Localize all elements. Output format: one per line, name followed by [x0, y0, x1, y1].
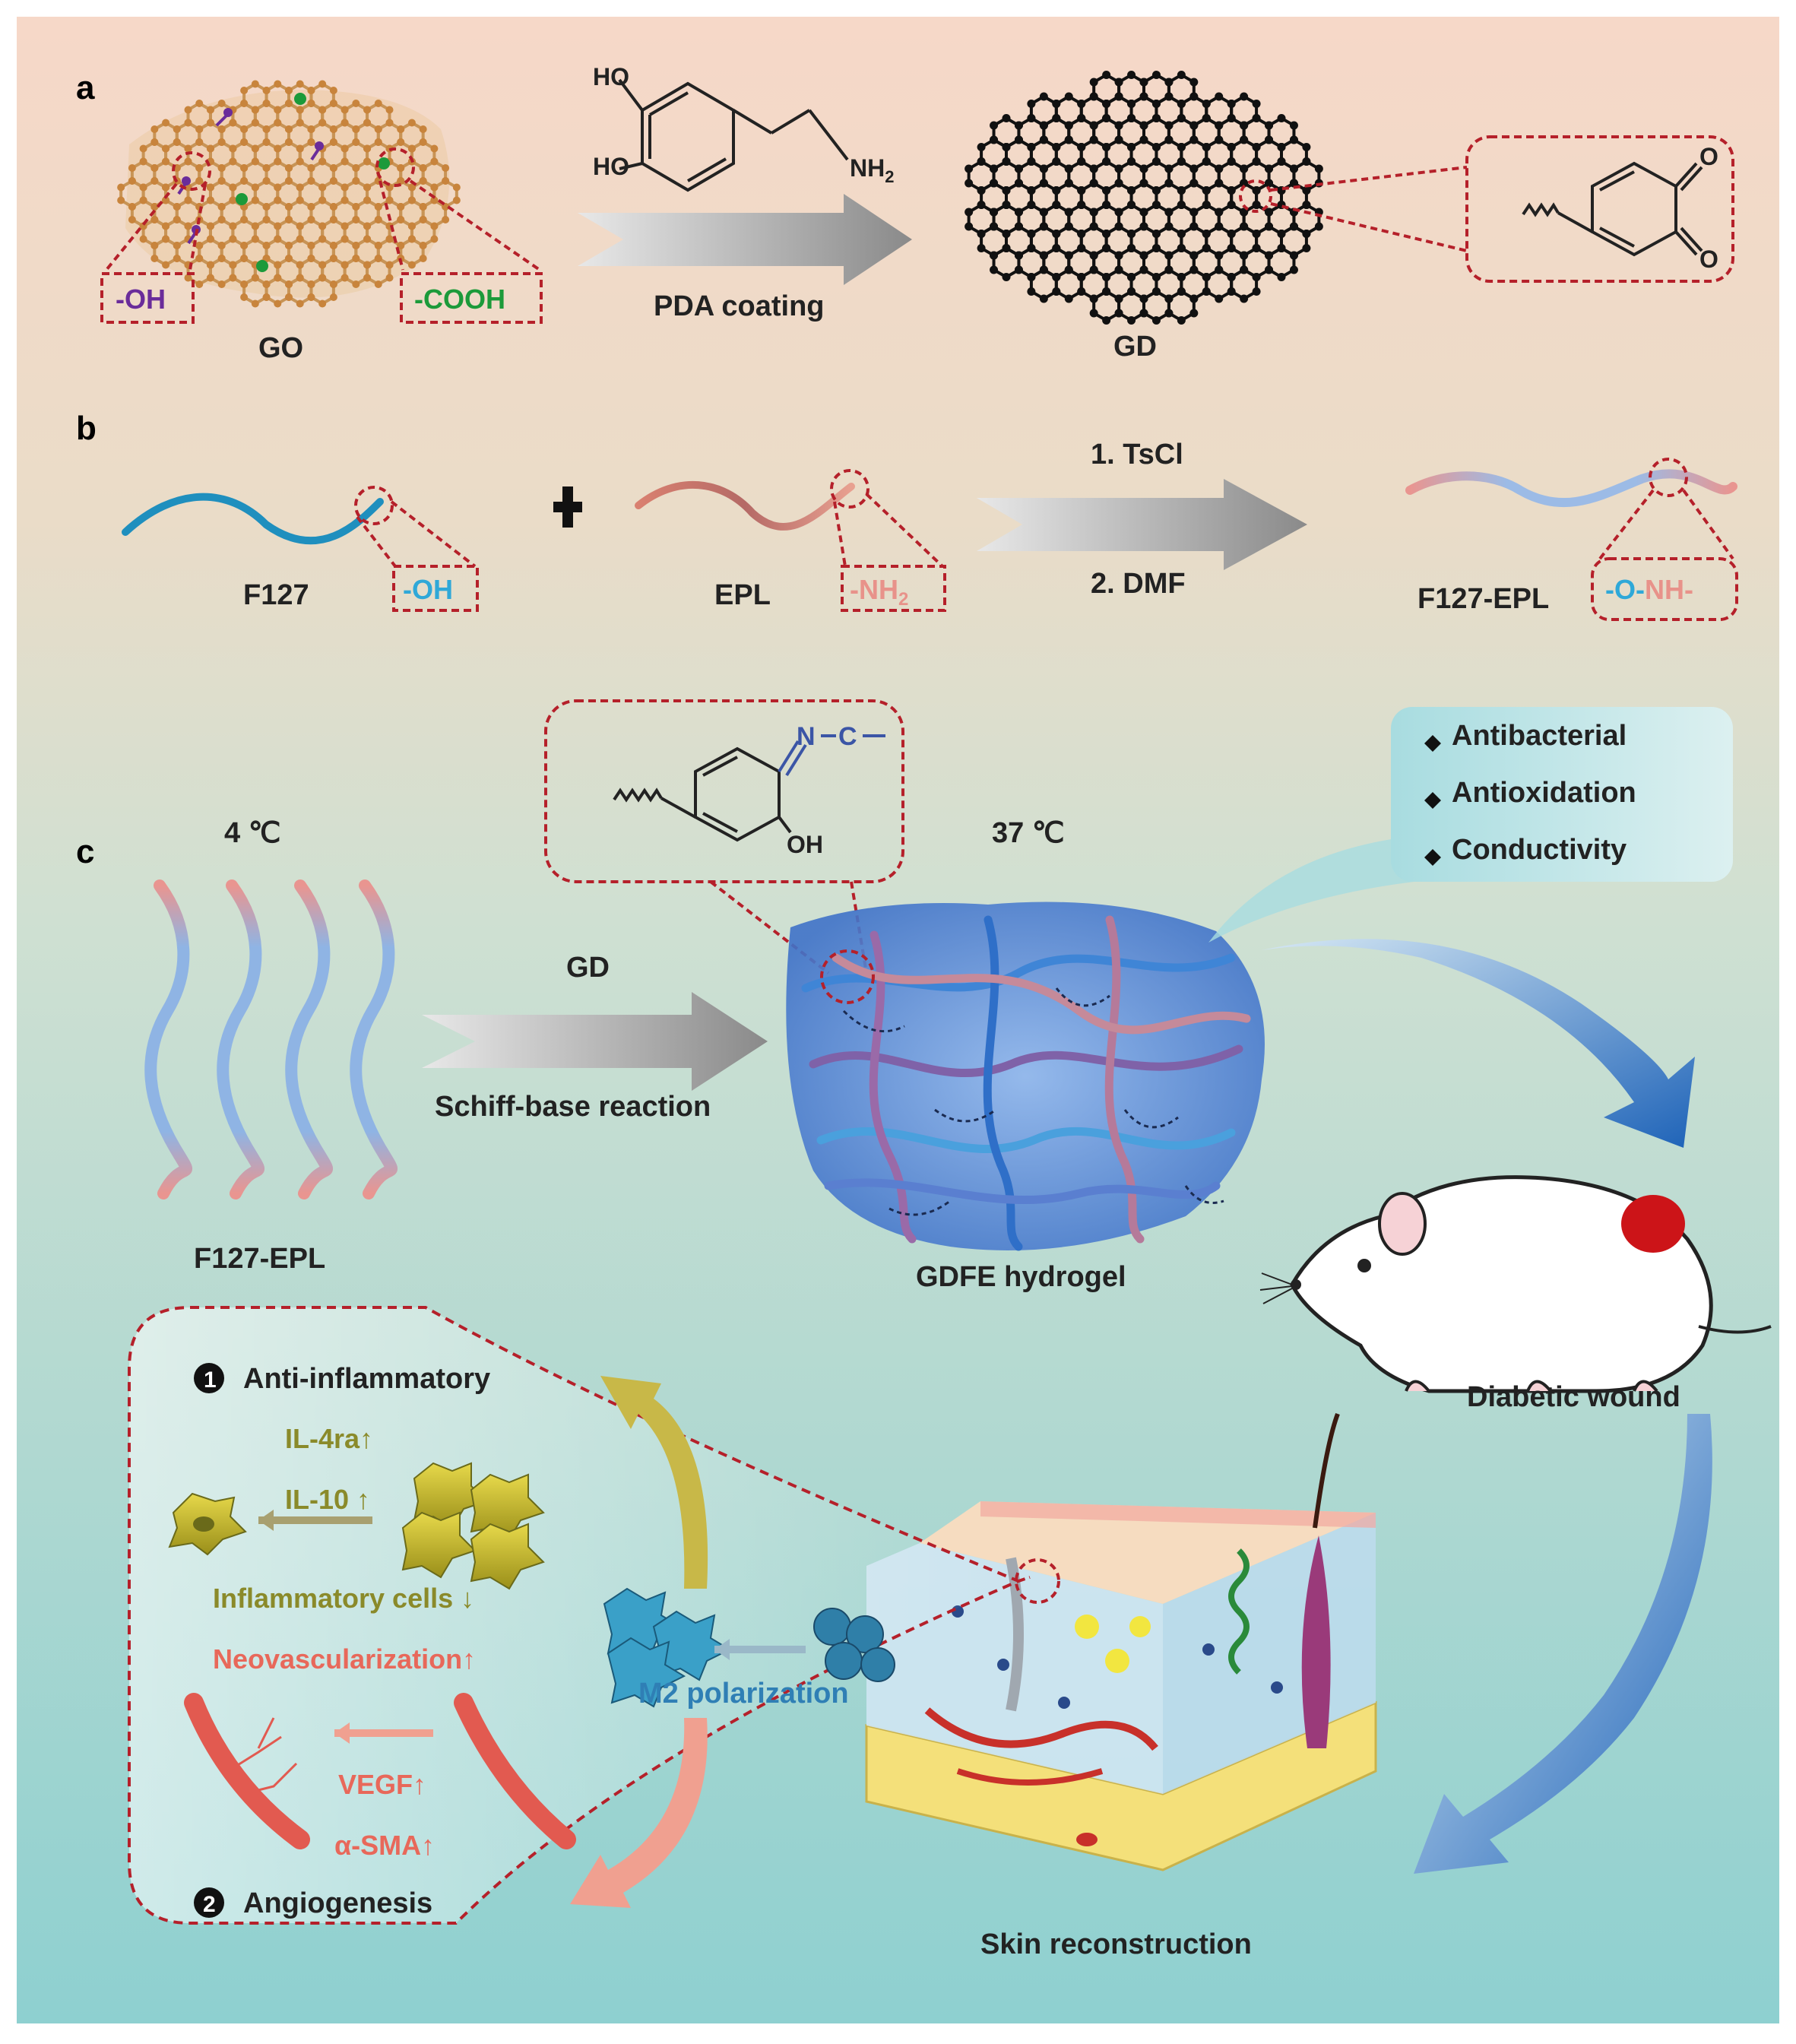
schiff-reagent-label: GD [566, 952, 610, 984]
vegf-label: VEGF↑ [338, 1769, 426, 1800]
f127-group-label: -OH [403, 574, 453, 605]
mouse-illustration [1259, 1175, 1772, 1393]
oh-box [100, 272, 195, 324]
pda-arrow [578, 194, 912, 285]
mech-1-num: 1 [204, 1367, 217, 1393]
f127-epl-label: F127-EPL [1417, 583, 1549, 615]
schiff-arrow [422, 992, 768, 1091]
arrow-to-angiogenesis [570, 1718, 708, 1908]
quinone-o-bottom: O [1699, 246, 1718, 273]
mech-1-title: Anti-inflammatory [243, 1363, 490, 1395]
quinone-box [1465, 135, 1734, 283]
epl-group-label: -NH2 [850, 574, 908, 610]
il4ra-label: IL-4ra↑ [285, 1423, 373, 1454]
quinone-structure [1522, 161, 1703, 257]
temp-warm: 37 ℃ [992, 817, 1065, 849]
quinone-o-top: O [1699, 143, 1718, 170]
dopamine-ho-top: HO [593, 63, 629, 90]
imine-structure [613, 734, 885, 842]
dopamine-ho-bottom: HO [593, 153, 629, 180]
schiff-reaction-label: Schiff-base reaction [435, 1091, 711, 1123]
arrow-to-anti-inflammatory [600, 1376, 708, 1589]
f127-epl-strand-label: F127-EPL [194, 1243, 325, 1275]
property-item: Antioxidation [1452, 777, 1636, 809]
neovasc-label: Neovascularization↑ [213, 1643, 476, 1675]
epl-label: EPL [714, 579, 771, 611]
property-bullet [1424, 849, 1441, 866]
mech-2-num: 2 [203, 1892, 216, 1917]
oh-group-label: -OH [116, 284, 166, 315]
panel-b-letter: b [76, 410, 97, 447]
f127-label: F127 [243, 579, 309, 611]
property-item: Antibacterial [1452, 720, 1627, 752]
skin-label: Skin reconstruction [980, 1928, 1252, 1960]
cooh-callout-circle [375, 147, 415, 187]
f127-chain [122, 493, 384, 545]
properties-callout [1208, 707, 1733, 943]
pda-arrow-label: PDA coating [654, 290, 825, 322]
property-item: Conductivity [1452, 834, 1627, 866]
gdfe-hydrogel [786, 902, 1265, 1251]
go-sheet [117, 80, 461, 308]
asma-label: α-SMA↑ [334, 1830, 435, 1861]
vessel-right [454, 1693, 576, 1849]
m1-cells-right [813, 1608, 895, 1682]
hydrogel-label: GDFE hydrogel [916, 1261, 1126, 1293]
property-bullet [1424, 735, 1441, 752]
property-bullet [1424, 792, 1441, 809]
m2-label: M2 polarization [638, 1678, 849, 1710]
arrow-to-skin [1414, 1414, 1712, 1874]
imine-n: N [797, 722, 816, 751]
linkage-label: -O-NH- [1605, 574, 1693, 605]
inflam-cells-label: Inflammatory cells ↓ [213, 1583, 474, 1614]
temp-cold: 4 ℃ [224, 817, 280, 849]
plus-sign [553, 486, 582, 528]
mech-2-title: Angiogenesis [243, 1887, 432, 1919]
arrow-to-wound [1262, 939, 1695, 1148]
dopamine-nh2: NH2 [850, 154, 894, 186]
oh-callout-circle [172, 151, 211, 191]
dopamine-structure [618, 78, 849, 192]
vessel-left [184, 1693, 310, 1849]
epl-chain [635, 480, 855, 531]
macrophage-cluster [401, 1462, 545, 1590]
m2-cells-left [603, 1587, 732, 1708]
cooh-group-label: -COOH [414, 284, 505, 315]
wound-label: Diabetic wound [1467, 1381, 1680, 1413]
tscl-arrow [977, 479, 1307, 570]
skin-model [865, 1412, 1377, 1871]
imine-oh: OH [787, 831, 823, 858]
f127-epl-strands [144, 879, 398, 1199]
step-1-label: 1. TsCl [1091, 439, 1183, 471]
panel-a-letter: a [76, 69, 95, 106]
m2-macrophage-single [168, 1492, 247, 1556]
imine-c: C [838, 722, 857, 751]
gd-label: GD [1113, 331, 1157, 363]
f127-epl-chain [1405, 469, 1737, 508]
panel-c-letter: c [76, 833, 94, 870]
go-label: GO [258, 332, 303, 364]
cooh-box [400, 272, 543, 324]
step-2-label: 2. DMF [1091, 568, 1186, 600]
il10-label: IL-10 ↑ [285, 1484, 370, 1515]
imine-box [544, 699, 904, 883]
